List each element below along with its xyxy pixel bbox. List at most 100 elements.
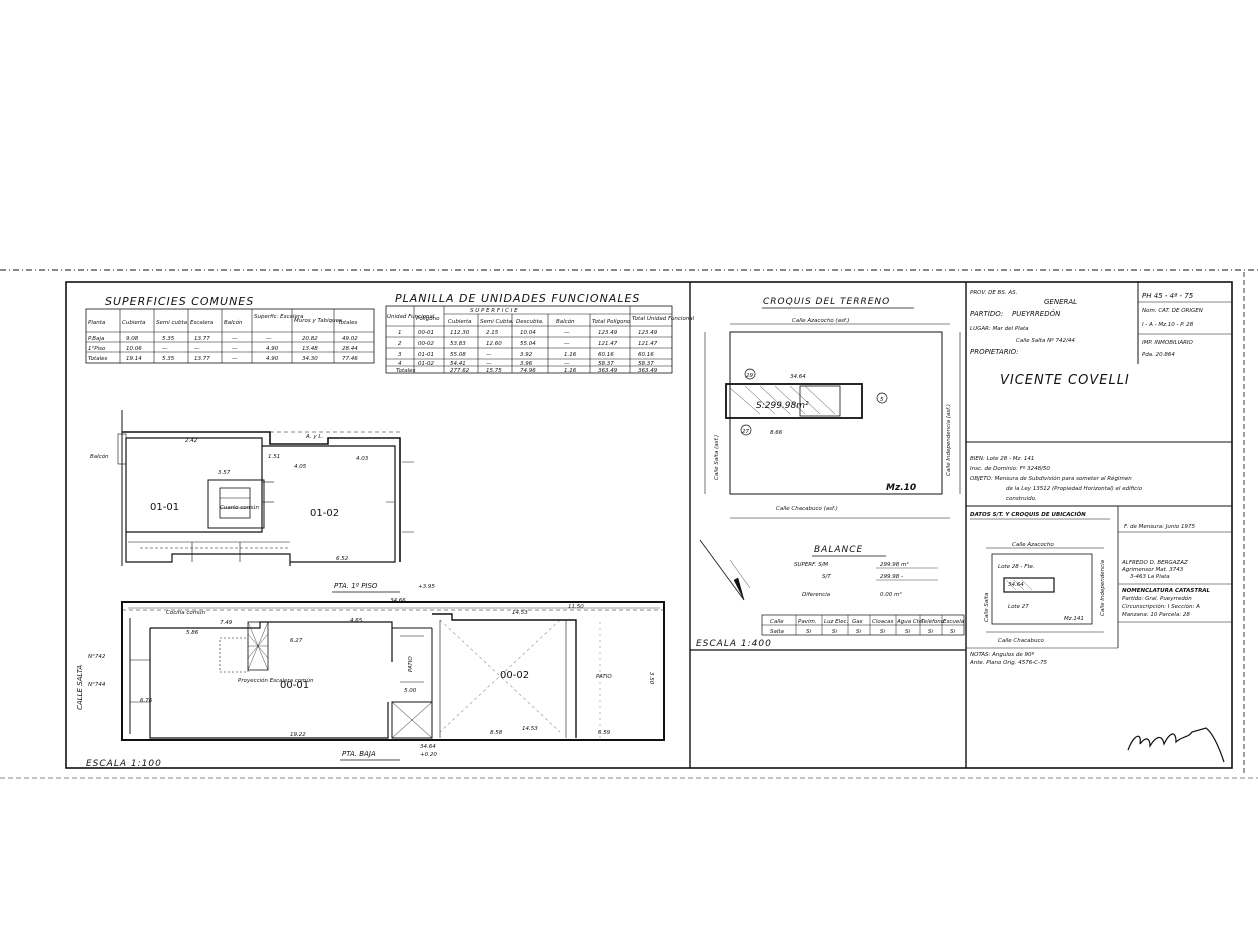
dim-label: 11.50 [568, 604, 584, 610]
sc-cell: 13.48 [302, 346, 318, 352]
notas-label: NOTAS: Angulos de 90º [970, 651, 1035, 658]
croquis-del-terreno: CROQUIS DEL TERRENO Calle Azacocho (asf.… [704, 297, 961, 519]
uf-cell: — [486, 352, 492, 358]
sc-cell: 4.90 [266, 346, 279, 352]
dim-label: 8.58 [490, 730, 503, 736]
sc-cell: 5.35 [162, 356, 175, 362]
dim-label: 6.76 [140, 698, 153, 704]
mini-lote: Lote 28 - Fte. [998, 564, 1035, 570]
croquis-dim: 8.66 [770, 430, 783, 436]
balance-value: 0.00 m² [880, 591, 902, 598]
uf-header: Polígono [416, 315, 440, 322]
sc-cell: — [194, 346, 200, 352]
uf-cell: 54.41 [450, 361, 466, 367]
nom-cat-label: Nom. CAT. DE ORIGEN [1142, 308, 1203, 314]
uf-cell: 3.96 [520, 361, 533, 367]
dim-label: 4.65 [350, 618, 363, 624]
dim-label: 6.27 [290, 638, 303, 644]
lot-area: S:299.98m² [756, 401, 809, 411]
sc-cell: 5.35 [162, 336, 175, 342]
uf-cell: 55.04 [520, 341, 536, 347]
uf-cell: 01-02 [418, 361, 434, 367]
uf-total: 74.96 [520, 368, 536, 374]
general-label: GENERAL [1044, 298, 1077, 306]
dim-label: 4.03 [356, 456, 369, 462]
uf-cell: 55.08 [450, 352, 466, 358]
svc-cell: Si [928, 629, 933, 635]
outer-frame [65, 281, 1233, 769]
sc-cell: — [232, 336, 238, 342]
sc-cell: 10.06 [126, 346, 142, 352]
uf-cell: 2 [398, 341, 402, 347]
uf-cell: 00-01 [418, 330, 434, 336]
scale-label-2: ESCALA 1:400 [696, 639, 772, 649]
ground-floor-plan [121, 601, 665, 741]
datos-title: DATOS S/T. Y CROQUIS DE UBICACIÓN [970, 511, 1086, 518]
drawing-sheet: SUPERFICIES COMUNES Planta Cubierta Semi… [0, 262, 1258, 782]
uf-cell: 2.15 [486, 330, 499, 336]
uf-header: Total Unidad Funcional [632, 316, 695, 322]
balcon-label: Balcón [90, 453, 109, 460]
uf-cell: 121.47 [598, 341, 618, 347]
dim-label: 3.57 [218, 470, 231, 476]
services-table [761, 614, 965, 636]
dim-label: 6.59 [598, 730, 611, 736]
uf-cell: 60.16 [638, 352, 654, 358]
uf-cell: 112.30 [450, 330, 470, 336]
uf-header: Total Polígono [592, 318, 631, 325]
uf-cell: 1.16 [564, 352, 577, 358]
sc-header: Balcón [224, 319, 243, 326]
plan-drawing: SUPERFICIES COMUNES Planta Cubierta Semi… [0, 269, 1258, 779]
objeto-label-2: de la Ley 13512 (Propiedad Horizontal) e… [1006, 486, 1143, 492]
imp-value: Pda. 20.864 [1142, 352, 1175, 358]
croquis-title: CROQUIS DEL TERRENO [763, 297, 890, 307]
uf-header: Descubta. [516, 319, 544, 325]
scale-label: ESCALA 1:100 [86, 759, 162, 769]
mini-street-north: Calle Azacocho [1012, 542, 1054, 548]
propietario-name: VICENTE COVELLI [1000, 373, 1130, 388]
svc-header: Gas [852, 619, 863, 625]
balance-label: S/T [822, 574, 831, 580]
svc-cell: Si [806, 629, 811, 635]
partido-label: PARTIDO: [970, 310, 1003, 318]
first-floor-labels: 01-01 01-02 Cuarto común Balcón 2.42 4.0… [90, 434, 435, 593]
sc-header: Semi cubta. [156, 320, 189, 326]
sc-cell: 1°Piso [88, 346, 106, 352]
svc-header: Cloacas [872, 619, 893, 625]
svc-cell: Salta [770, 629, 785, 635]
nomcat-line: Manzana: 10 Parcela: 28 [1122, 612, 1190, 618]
uf-header: Balcón [556, 318, 575, 325]
room-00-01: 00-01 [280, 680, 309, 691]
uf-total: 363.49 [638, 368, 658, 374]
lugar-label: LUGAR: Mar del Plata [970, 326, 1029, 332]
uf-total: Totales [396, 368, 415, 374]
nomcat-title: NOMENCLATURA CATASTRAL [1122, 588, 1211, 594]
proyeccion-label: Proyección Escalera común [238, 677, 314, 684]
mini-street-west: Calle Salta [984, 592, 990, 622]
objeto-label-3: construido. [1006, 496, 1037, 502]
svc-cell: Si [856, 629, 861, 635]
house-number: N°742 [88, 654, 106, 660]
uf-header: Cubierta [448, 319, 472, 325]
balance-section: BALANCE SUPERF. S/M 299.98 m² S/T 299.98… [794, 545, 938, 598]
sc-header: Superfic. Escalera [254, 314, 304, 320]
unidades-funcionales-table: PLANILLA DE UNIDADES FUNCIONALES S U P E… [385, 292, 695, 374]
sc-cell: 34.30 [302, 356, 318, 362]
signature-icon [1127, 727, 1225, 763]
dim-label: 6.52 [336, 556, 349, 562]
uf-cell: — [486, 361, 492, 367]
ground-floor-level: +0.20 [420, 752, 437, 758]
uf-header: Unidad Funcional [387, 314, 435, 320]
sc-header: Planta [88, 320, 106, 326]
ground-floor-title: PTA. BAJA [342, 750, 376, 758]
sc-cell: 13.77 [194, 336, 210, 342]
uf-sup-label: S U P E R F I C I E [470, 308, 518, 314]
nomcat-line: Partido: Gral. Pueyrredón [1122, 595, 1192, 602]
uf-total: 363.49 [598, 368, 618, 374]
mini-dims: 34.64 [1008, 582, 1024, 588]
uf-cell: 3.92 [520, 352, 533, 358]
street-south-label: Calle Chacabuco (asf.) [776, 506, 838, 512]
room-00-02: 00-02 [500, 670, 529, 681]
svc-header: Luz Elec. [824, 619, 849, 625]
inscripcion-label: Insc. de Dominio: Fº 3248/50 [970, 465, 1050, 472]
